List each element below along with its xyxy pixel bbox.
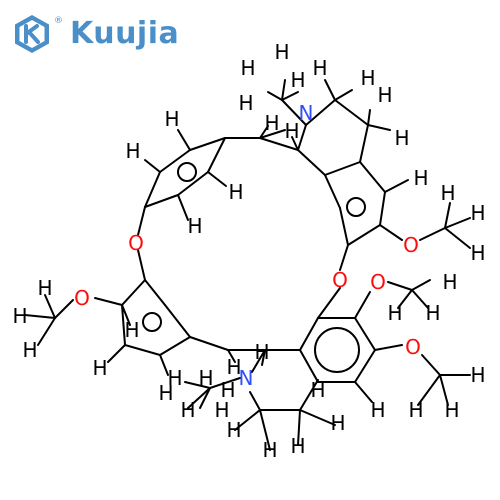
hydrogen-atom: H (228, 180, 243, 204)
hydrogen-atom: H (360, 66, 375, 90)
hydrogen-atom: H (180, 398, 195, 422)
hydrogen-atom: H (413, 166, 428, 190)
hydrogen-labels: H H H H H H H H H H H H H H H H H H H H … (12, 40, 485, 462)
hydrogen-atom: H (284, 119, 299, 143)
hydrogen-atom: H (254, 340, 269, 364)
hydrogen-atom: H (238, 91, 253, 115)
kuujia-logo-mark (15, 15, 49, 53)
hydrogen-atom: H (92, 356, 107, 380)
bond-lines (24, 79, 471, 451)
hydrogen-atom: H (274, 40, 289, 64)
hydrogen-atom: H (158, 381, 173, 405)
nitrogen-atom-upper: N (299, 101, 314, 125)
brand-name: Kuujia (70, 16, 180, 51)
hydrogen-atom: H (330, 411, 345, 435)
hydrogen-atom: H (220, 378, 235, 402)
hydrogen-atom: H (470, 201, 485, 225)
hydrogen-atom: H (37, 276, 52, 300)
hydrogen-atom: H (124, 318, 139, 342)
oxygen-labels: O O O O O O (74, 231, 421, 359)
oxygen-atom-lower-right: O (405, 335, 421, 359)
registered-mark: ® (54, 16, 63, 26)
hydrogen-atom: H (290, 68, 305, 92)
hydrogen-atom: H (370, 398, 385, 422)
hydrogen-atom: H (198, 366, 213, 390)
nitrogen-labels: N N (239, 101, 314, 390)
hydrogen-atom: H (264, 111, 279, 135)
hydrogen-atom: H (387, 301, 402, 325)
hydrogen-atom: H (377, 83, 392, 107)
oxygen-atom-left: O (74, 286, 90, 310)
oxygen-atom-upper-right: O (403, 233, 419, 257)
hydrogen-atom: H (226, 418, 241, 442)
hydrogen-atom: H (214, 398, 229, 422)
hydrogen-atom: H (440, 181, 455, 205)
hydrogen-atom: H (310, 378, 325, 402)
oxygen-atom-right: O (370, 270, 386, 294)
hydrogen-atom: H (444, 398, 459, 422)
hydrogen-atom: H (394, 126, 409, 150)
hydrogen-atom: H (290, 434, 305, 458)
hydrogen-atom: H (262, 438, 277, 462)
hydrogen-atom: H (408, 398, 423, 422)
oxygen-atom-left-bridge: O (128, 231, 144, 255)
hydrogen-atom: H (312, 56, 327, 80)
kuujia-logo: ® Kuujia (12, 14, 179, 54)
hydrogen-atom: H (22, 338, 37, 362)
hydrogen-atom: H (442, 270, 457, 294)
oxygen-atom-center: O (332, 268, 348, 292)
hydrogen-atom: H (470, 241, 485, 265)
hydrogen-atom: H (125, 139, 140, 163)
hydrogen-atom: H (167, 366, 182, 390)
hydrogen-atom: H (164, 107, 179, 131)
hydrogen-atom: H (425, 301, 440, 325)
hydrogen-atom: H (226, 355, 241, 379)
aromatic-circles (142, 162, 366, 373)
hydrogen-atom: H (470, 363, 485, 387)
nitrogen-atom-lower: N (239, 366, 254, 390)
hydrogen-atom: H (240, 56, 255, 80)
hydrogen-atom: H (12, 304, 27, 328)
hydrogen-atom: H (187, 214, 202, 238)
